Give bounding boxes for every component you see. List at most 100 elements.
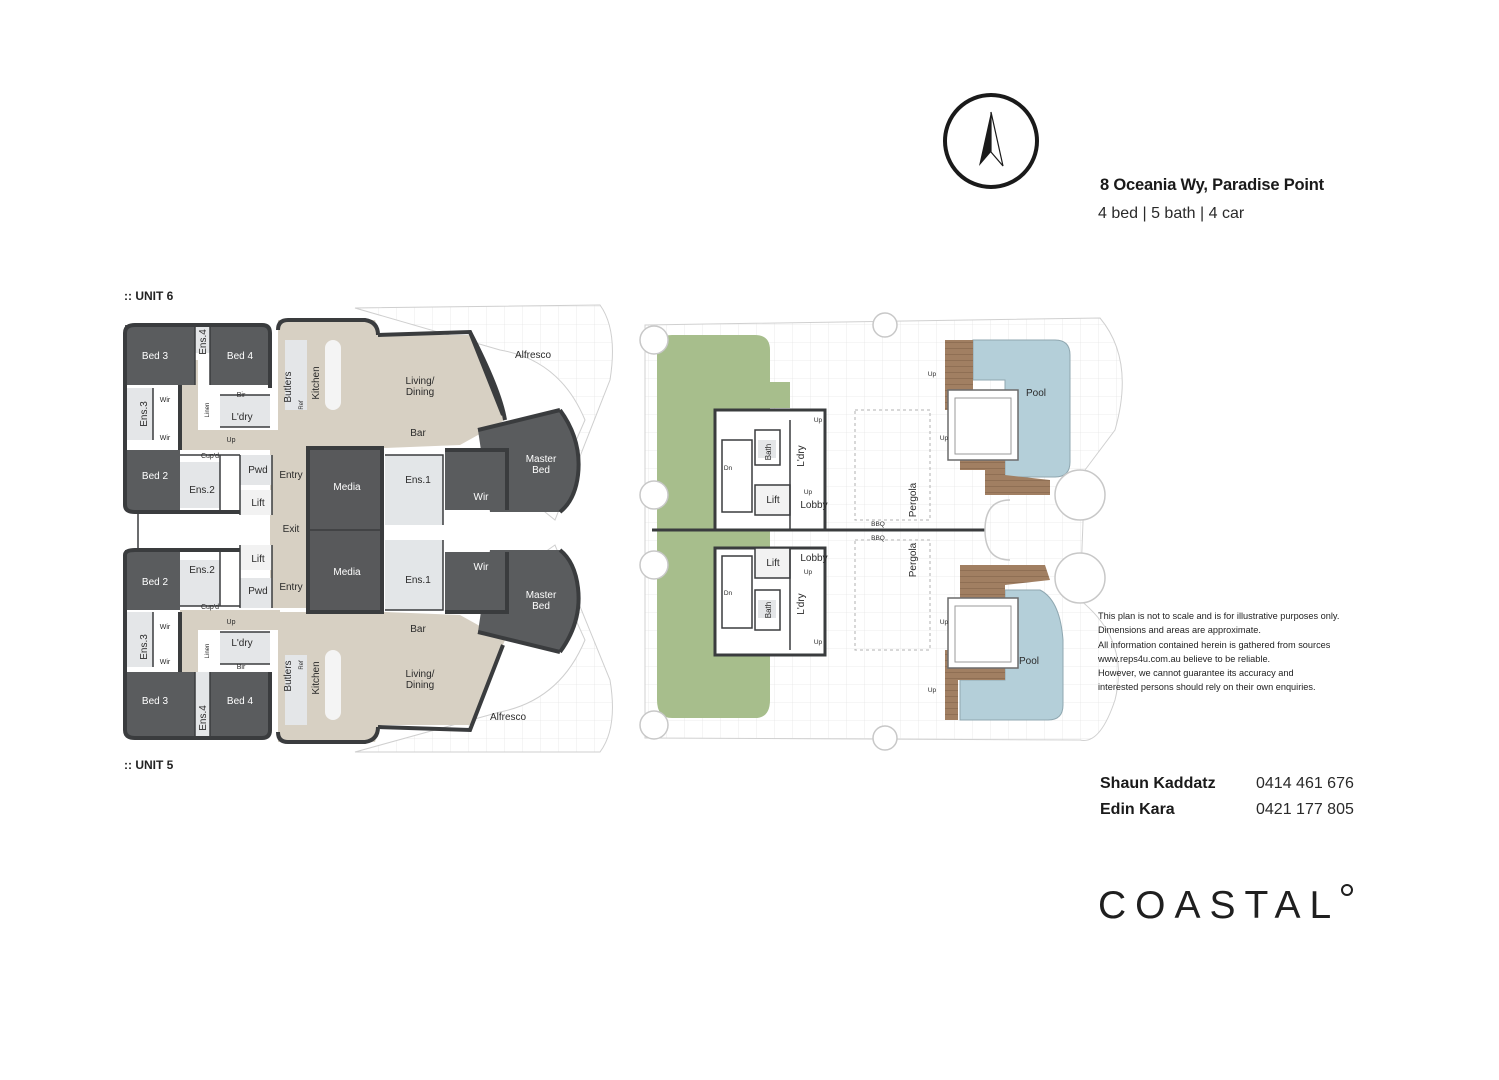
room-label: Lobby (800, 500, 827, 511)
room-label: Ens.4 (198, 329, 209, 355)
room-label: Exit (283, 524, 300, 535)
room-label: Entry (279, 470, 302, 481)
room-label: Bath (764, 444, 773, 460)
room-label: L'dry (796, 445, 807, 466)
room-label: Pergola (908, 542, 919, 577)
room-label: Butlers (283, 660, 294, 691)
room-label: L'dry (796, 593, 807, 614)
disclaimer-line: interested persons should rely on their … (1098, 682, 1316, 693)
room-label: Living/ (406, 669, 435, 680)
site-plan-right: Lift Lift Lobby Lobby Pool Pool L'dry L'… (639, 312, 1123, 751)
room-label: Linen (205, 403, 211, 418)
disclaimer-line: www.reps4u.com.au believe to be reliable… (1098, 653, 1271, 664)
disclaimer-line: However, we cannot guarantee its accurac… (1098, 668, 1294, 679)
room-label: Cup'd (201, 453, 219, 460)
room-label: Up (928, 687, 937, 694)
room-label: Up (928, 371, 937, 378)
unit-5-label: :: UNIT 5 (124, 758, 174, 772)
room-label: Bed 2 (142, 577, 169, 588)
room-label: Lift (766, 495, 780, 506)
room-label: Butlers (283, 371, 294, 402)
room-label: Dn (724, 590, 733, 597)
room-label: Master (526, 454, 557, 465)
room-label: Lift (766, 558, 780, 569)
room-label: Kitchen (311, 661, 322, 694)
room-label: Pool (1019, 656, 1039, 667)
room-label: Pwd (248, 586, 267, 597)
room-label: Wir (160, 659, 171, 666)
unit-6-label: :: UNIT 6 (124, 289, 174, 303)
room-label: Wir (474, 492, 490, 503)
disclaimer-line: All information contained herein is gath… (1098, 639, 1331, 650)
room-label: Up (940, 435, 949, 442)
room-label: Bed 4 (227, 351, 254, 362)
room-label: Ens.2 (189, 485, 215, 496)
room-label: Ref (299, 660, 305, 670)
room-label: Ens.1 (405, 575, 431, 586)
room-label: Pool (1026, 388, 1046, 399)
disclaimer: This plan is not to scale and is for ill… (1098, 609, 1339, 695)
room-label: Lift (251, 498, 265, 509)
room-label: Master (526, 590, 557, 601)
room-label: BBQ (871, 521, 885, 528)
room-label: Ens.3 (139, 634, 150, 660)
room-label: BBQ (871, 535, 885, 542)
room-label: Bir (237, 392, 246, 399)
room-label: Cup'd (201, 604, 219, 611)
agent-phone[interactable]: 0414 461 676 (1256, 775, 1354, 792)
room-label: Wir (474, 562, 490, 573)
room-label: Media (333, 567, 361, 578)
room-label: Bed 2 (142, 471, 169, 482)
room-label: Up (814, 639, 823, 646)
room-label: Up (227, 619, 236, 626)
room-label: Dining (406, 680, 434, 691)
room-label: Bed (532, 465, 550, 476)
room-label: Wir (160, 397, 171, 404)
room-label: Ens.3 (139, 401, 150, 427)
room-label: Up (804, 569, 813, 576)
room-label: Pergola (908, 482, 919, 517)
room-label: Ref (299, 400, 305, 410)
room-label: L'dry (231, 638, 252, 649)
room-label: Bed 4 (227, 696, 254, 707)
room-label: Up (940, 619, 949, 626)
agent-phone[interactable]: 0421 177 805 (1256, 801, 1354, 818)
room-label: Bed (532, 601, 550, 612)
property-address: 8 Oceania Wy, Paradise Point (1100, 176, 1324, 194)
logo-degree-icon (1341, 884, 1353, 896)
room-label: Wir (160, 624, 171, 631)
room-label: Alfresco (490, 712, 527, 723)
north-arrow-icon (943, 93, 1039, 189)
room-label: Bar (410, 428, 426, 439)
room-label: Bath (764, 602, 773, 618)
room-label: Alfresco (515, 350, 552, 361)
room-label: Bir (237, 664, 246, 671)
room-label: Ens.2 (189, 565, 215, 576)
room-label: Ens.4 (198, 705, 209, 731)
disclaimer-line: This plan is not to scale and is for ill… (1098, 611, 1340, 621)
room-label: Bed 3 (142, 696, 169, 707)
room-label: Bar (410, 624, 426, 635)
room-label: Up (814, 417, 823, 424)
disclaimer-line: Dimensions and areas are approximate. (1098, 625, 1261, 636)
room-label: Kitchen (311, 366, 322, 399)
room-label: Living/ (406, 376, 435, 387)
agent-name: Edin Kara (1100, 801, 1175, 818)
room-label: Entry (279, 582, 302, 593)
room-label: Lobby (800, 553, 827, 564)
unit-plan-left: Bed 3 Bed 4 Bed 2 Bed 2 Bed 3 Bed 4 Medi… (123, 304, 613, 753)
room-label: Up (804, 489, 813, 496)
room-label: Dn (724, 465, 733, 472)
coastal-logo: COASTAL (1098, 884, 1341, 927)
agent-name: Shaun Kaddatz (1100, 775, 1216, 792)
room-label: Ens.1 (405, 475, 431, 486)
room-label: L'dry (231, 412, 252, 423)
room-label: Bed 3 (142, 351, 169, 362)
property-specs: 4 bed | 5 bath | 4 car (1098, 205, 1245, 222)
room-label: Up (227, 437, 236, 444)
room-label: Wir (160, 435, 171, 442)
room-label: Media (333, 482, 361, 493)
room-label: Dining (406, 387, 434, 398)
room-label: Linen (205, 644, 211, 659)
